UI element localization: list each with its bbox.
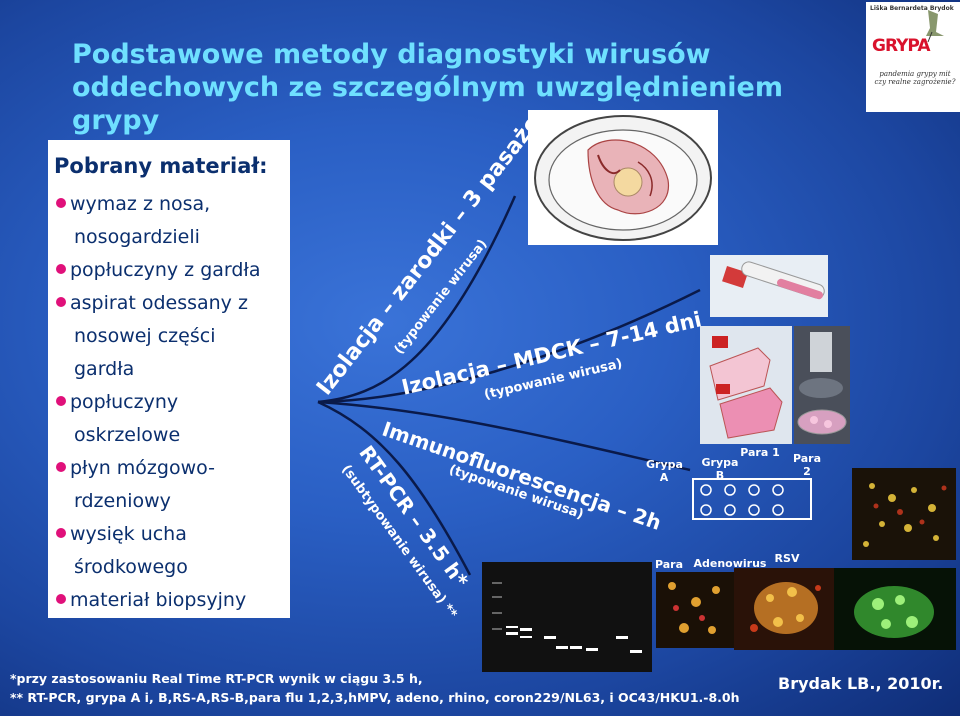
label-adenowirus: Adenowirus [693, 557, 767, 570]
material-item-text: popłuczyny [70, 391, 179, 413]
material-item-text: nosowej części [74, 325, 216, 347]
arrow-to-pcr [317, 400, 472, 576]
bullet-icon [56, 198, 66, 208]
bullet-icon [56, 528, 66, 538]
bullet-icon [56, 462, 66, 472]
material-item: płyn mózgowo- [56, 452, 288, 485]
gel-electrophoresis-image [482, 562, 652, 672]
material-item-text: materiał biopsyjny [70, 589, 247, 611]
logo-tagline: pandemia grypy mit czy realne zagrożenie… [874, 70, 956, 86]
material-item-text: wysięk ucha [70, 523, 187, 545]
material-list: wymaz z nosa, nosogardzieli popłuczyny z g… [56, 188, 288, 617]
page-title: Podstawowe metody diagnostyki wirusów od… [72, 38, 872, 137]
culture-flask-image [700, 326, 792, 444]
material-item-text: oskrzelowe [74, 424, 181, 446]
title-line-1: Podstawowe metody diagnostyki wirusów [72, 39, 711, 70]
label-para-2: Para 2 [792, 452, 822, 478]
material-item: materiał biopsyjny [56, 584, 288, 617]
stork-icon [926, 10, 944, 43]
material-item-text: gardła [74, 358, 135, 380]
material-item: rdzeniowy [56, 485, 288, 518]
material-item-text: wymaz z nosa, [70, 193, 211, 215]
logo-author: Liška Bernardeta Brydok [870, 5, 954, 12]
footnote-1: *przy zastosowaniu Real Time RT-PCR wyni… [10, 671, 423, 686]
immunofluorescence-slide [692, 478, 812, 520]
fluorescence-image-1 [852, 468, 956, 560]
material-item: wysięk ucha [56, 518, 288, 551]
material-item: popłuczyny z gardła [56, 254, 288, 287]
material-item: wymaz z nosa, [56, 188, 288, 221]
book-cover-logo: Liška Bernardeta Brydok GRYPA pandemia g… [866, 2, 960, 112]
test-tube-image [710, 255, 828, 317]
fluorescence-image-2 [734, 568, 834, 650]
bullet-icon [56, 297, 66, 307]
logo-word: GRYPA [872, 36, 930, 56]
author-citation: Brydak LB., 2010r. [778, 674, 944, 693]
material-item: gardła [56, 353, 288, 386]
material-item: aspirat odessany z [56, 287, 288, 320]
label-rsv: RSV [774, 552, 800, 565]
material-item-text: aspirat odessany z [70, 292, 248, 314]
label-grypa-b: Grypa B [701, 456, 739, 482]
fluorescence-image-3 [834, 568, 956, 650]
bullet-icon [56, 396, 66, 406]
material-item: środkowego [56, 551, 288, 584]
material-item: oskrzelowe [56, 419, 288, 452]
material-item-text: płyn mózgowo- [70, 457, 215, 479]
material-item: nosogardzieli [56, 221, 288, 254]
bullet-icon [56, 264, 66, 274]
material-item-text: środkowego [74, 556, 188, 578]
material-item: nosowej części [56, 320, 288, 353]
title-line-2: oddechowych ze szczególnym uwzględnienie… [72, 72, 784, 136]
material-panel: Pobrany materiał: wymaz z nosa, nosogardz… [48, 140, 290, 618]
material-item-text: nosogardzieli [74, 226, 200, 248]
arrow-to-if [317, 400, 691, 472]
label-para-1: Para 1 [740, 446, 780, 459]
material-item-text: popłuczyny z gardła [70, 259, 261, 281]
material-heading: Pobrany materiał: [54, 154, 268, 178]
embryonated-egg-image [528, 110, 718, 245]
arrow-to-mdck [317, 288, 701, 404]
fluorescence-image-4 [656, 572, 734, 648]
footnote-2: ** RT-PCR, grypa A i, B,RS-A,RS-B,para f… [10, 690, 740, 705]
bullet-icon [56, 594, 66, 604]
material-item-text: rdzeniowy [74, 490, 171, 512]
arrow-to-egg [317, 195, 517, 404]
microscope-image [794, 326, 850, 444]
material-item: popłuczyny [56, 386, 288, 419]
label-grypa-a: Grypa A [646, 458, 683, 484]
